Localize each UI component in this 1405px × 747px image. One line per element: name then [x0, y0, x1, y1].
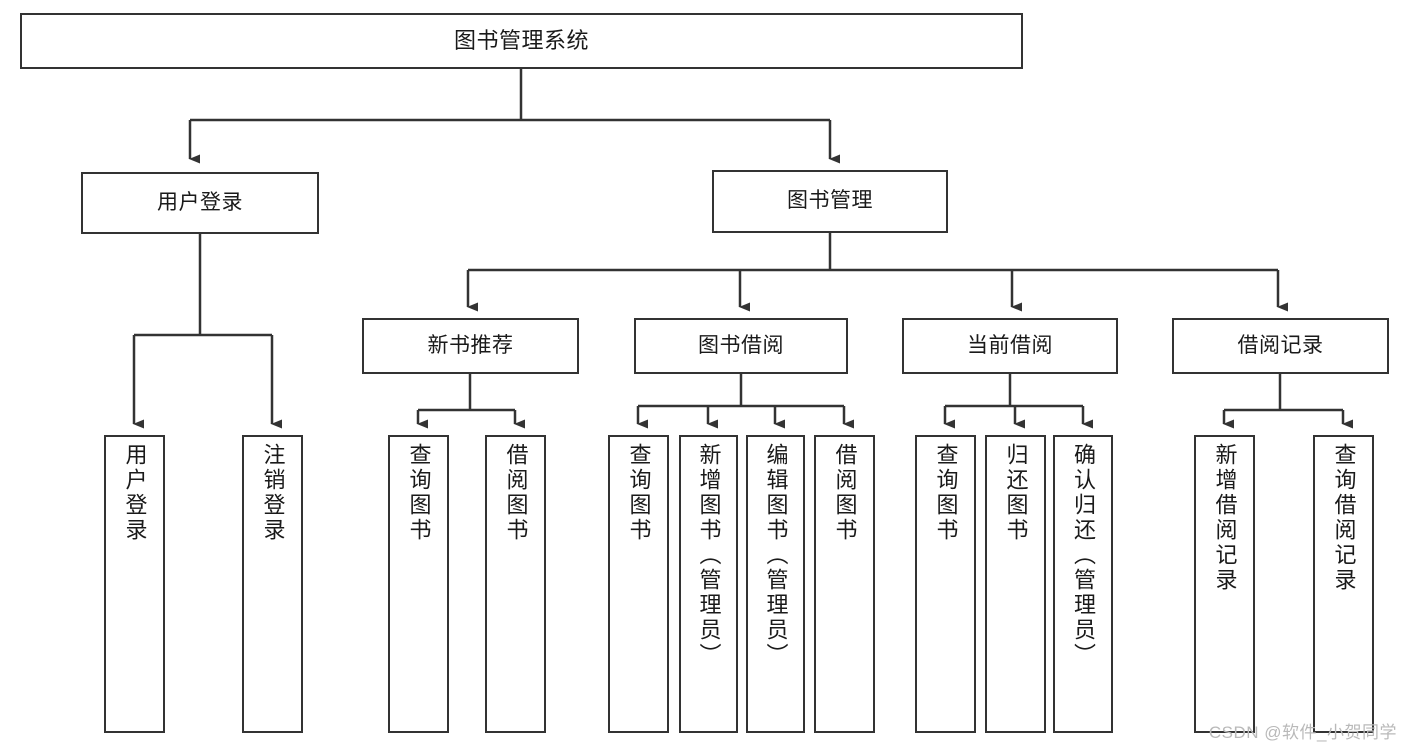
node-label: 图书借阅: [698, 333, 784, 357]
node-label: 图书管理: [787, 189, 873, 213]
node-label: 查询图书: [933, 443, 959, 543]
node-leaf-add-book[interactable]: 新增图书（管理员）: [679, 435, 738, 733]
node-leaf-query-record[interactable]: 查询借阅记录: [1313, 435, 1374, 733]
node-new-book-rec[interactable]: 新书推荐: [362, 318, 579, 374]
node-leaf-add-record[interactable]: 新增借阅记录: [1194, 435, 1255, 733]
node-label: 当前借阅: [967, 333, 1053, 357]
node-leaf-edit-book[interactable]: 编辑图书（管理员）: [746, 435, 805, 733]
node-label: 归还图书: [1003, 443, 1029, 543]
node-leaf-confirm-return[interactable]: 确认归还（管理员）: [1053, 435, 1113, 733]
node-leaf-query-book-3[interactable]: 查询图书: [915, 435, 976, 733]
node-leaf-query-book-1[interactable]: 查询图书: [388, 435, 449, 733]
node-root[interactable]: 图书管理系统: [20, 13, 1023, 69]
node-leaf-query-book-2[interactable]: 查询图书: [608, 435, 669, 733]
node-label: 查询借阅记录: [1331, 443, 1357, 593]
node-leaf-return-book[interactable]: 归还图书: [985, 435, 1046, 733]
node-label: 注销登录: [260, 443, 286, 543]
node-label: 借阅图书: [832, 443, 858, 543]
node-borrow-record[interactable]: 借阅记录: [1172, 318, 1389, 374]
node-label: 借阅图书: [503, 443, 529, 543]
node-label: 用户登录: [122, 443, 148, 543]
node-leaf-borrow-book-2[interactable]: 借阅图书: [814, 435, 875, 733]
node-label: 借阅记录: [1237, 333, 1324, 357]
watermark-credit: CSDN @软件_小贺同学: [1208, 723, 1397, 742]
node-current-borrow[interactable]: 当前借阅: [902, 318, 1118, 374]
node-label: 新增借阅记录: [1212, 443, 1238, 593]
node-label: 新增图书（管理员）: [696, 443, 722, 668]
node-book-borrow[interactable]: 图书借阅: [634, 318, 848, 374]
node-label: 图书管理系统: [453, 28, 589, 54]
node-leaf-borrow-book-1[interactable]: 借阅图书: [485, 435, 546, 733]
node-leaf-user-login[interactable]: 用户登录: [104, 435, 165, 733]
node-label: 确认归还（管理员）: [1071, 443, 1096, 668]
node-leaf-logout[interactable]: 注销登录: [242, 435, 303, 733]
node-user-login[interactable]: 用户登录: [81, 172, 319, 234]
node-label: 新书推荐: [427, 333, 514, 357]
node-label: 用户登录: [157, 190, 243, 214]
node-label: 查询图书: [406, 443, 432, 543]
node-label: 查询图书: [626, 443, 652, 543]
node-book-manage[interactable]: 图书管理: [712, 170, 948, 233]
node-label: 编辑图书（管理员）: [763, 443, 789, 668]
